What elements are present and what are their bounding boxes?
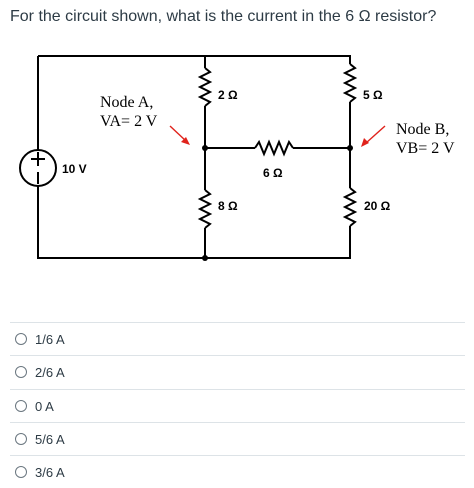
node-a-voltage: VA= 2 V bbox=[100, 113, 158, 130]
answer-label: 0 A bbox=[35, 398, 54, 414]
radio-button[interactable] bbox=[15, 400, 27, 412]
answer-label: 5/6 A bbox=[35, 431, 65, 447]
answer-label: 2/6 A bbox=[35, 364, 65, 380]
resistor-6ohm bbox=[254, 139, 294, 157]
resistor-2ohm bbox=[197, 67, 213, 107]
answer-option[interactable]: 1/6 A bbox=[10, 322, 465, 355]
node-b-arrow bbox=[365, 125, 386, 144]
label-8ohm: 8 Ω bbox=[218, 199, 238, 213]
source-label: 10 V bbox=[62, 162, 87, 176]
node-dot-a bbox=[202, 145, 208, 151]
wire-left-bottom bbox=[37, 186, 351, 259]
answer-label: 3/6 A bbox=[35, 464, 65, 480]
circuit-diagram: 10 V 2 Ω 5 Ω 6 Ω 8 Ω 20 Ω Node A, VA= 2 … bbox=[19, 55, 455, 261]
label-6ohm: 6 Ω bbox=[263, 166, 283, 180]
answer-option[interactable]: 5/6 A bbox=[10, 422, 465, 455]
voltage-source bbox=[19, 149, 57, 187]
answer-option[interactable]: 3/6 A bbox=[10, 455, 465, 488]
node-b-title: Node B, bbox=[396, 121, 449, 138]
wire-top bbox=[38, 55, 351, 64]
question-text: For the circuit shown, what is the curre… bbox=[10, 8, 437, 25]
radio-button[interactable] bbox=[15, 466, 27, 478]
label-20ohm: 20 Ω bbox=[364, 199, 391, 213]
junction-dot-bottom bbox=[202, 255, 208, 261]
node-b-voltage: VB= 2 V bbox=[396, 140, 455, 157]
radio-button[interactable] bbox=[15, 433, 27, 445]
radio-button[interactable] bbox=[15, 366, 27, 378]
radio-button[interactable] bbox=[15, 333, 27, 345]
label-5ohm: 5 Ω bbox=[363, 88, 383, 102]
label-2ohm: 2 Ω bbox=[218, 88, 238, 102]
resistor-8ohm bbox=[197, 189, 213, 229]
answer-option[interactable]: 2/6 A bbox=[10, 355, 465, 388]
node-a-title: Node A, bbox=[100, 94, 153, 111]
answer-label: 1/6 A bbox=[35, 331, 65, 347]
resistor-5ohm bbox=[342, 63, 358, 103]
node-dot-b bbox=[347, 145, 353, 151]
node-a-arrow bbox=[169, 125, 187, 142]
resistor-20ohm bbox=[342, 187, 358, 227]
answer-option[interactable]: 0 A bbox=[10, 389, 465, 422]
